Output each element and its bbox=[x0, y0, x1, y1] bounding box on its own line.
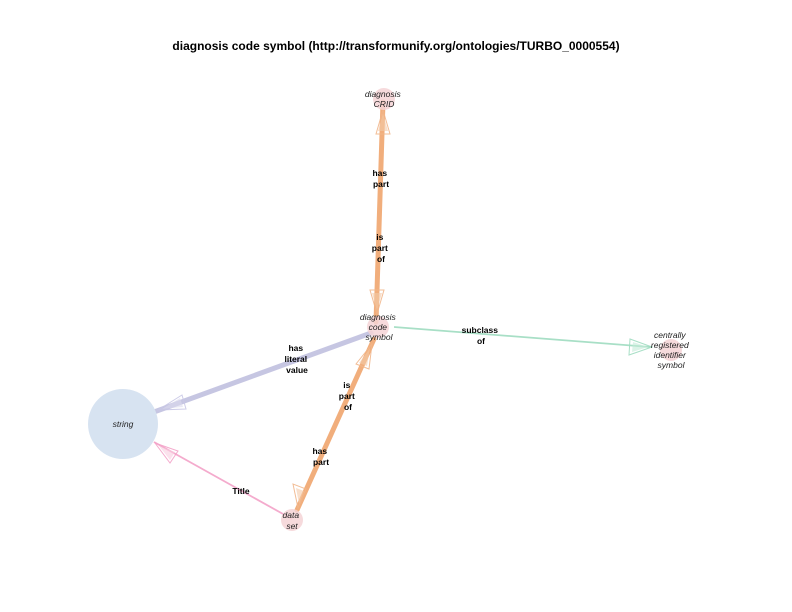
arrowhead-title-2 bbox=[159, 446, 175, 460]
arrowhead-subclass-2 bbox=[632, 342, 648, 352]
arrowhead-code-down-2 bbox=[372, 293, 382, 311]
edge-title bbox=[153, 441, 293, 520]
arrowhead-dataset bbox=[292, 483, 307, 510]
node-labels: diagnosis CRID diagnosis code symbol cen… bbox=[113, 89, 691, 531]
label-diagnosis-crid: diagnosis CRID bbox=[365, 89, 403, 109]
arrowhead-crid-up bbox=[375, 108, 391, 135]
edge-has-literal-value bbox=[151, 330, 374, 415]
edge-is-part-of-bottom bbox=[294, 336, 377, 513]
edge-label-is-part-of-top: is part of bbox=[372, 232, 390, 264]
node-diagnosis-crid-circle[interactable] bbox=[373, 88, 395, 110]
arrowhead-literal-2 bbox=[162, 398, 183, 409]
label-string: string bbox=[113, 419, 134, 429]
arrowhead-literal bbox=[156, 394, 187, 411]
label-centrally-registered-identifier-symbol: centrally registered identifier symbol bbox=[651, 330, 691, 370]
arrowhead-code-from-dataset-2 bbox=[359, 348, 370, 366]
arrowhead-dataset-2 bbox=[296, 488, 304, 504]
edge-subclass-of bbox=[393, 326, 651, 348]
edges bbox=[151, 99, 651, 520]
label-data-set: data set bbox=[283, 510, 302, 531]
edge-label-has-part-bottom: has part bbox=[312, 446, 329, 467]
label-diagnosis-code-symbol: diagnosis code symbol bbox=[360, 312, 398, 342]
arrowhead-code-down bbox=[369, 289, 385, 316]
edge-labels: has part is part of subclass of has lite… bbox=[232, 168, 501, 496]
arrowhead-code-from-dataset bbox=[355, 342, 373, 370]
edge-label-has-part-top: has part bbox=[372, 168, 389, 189]
edge-label-has-literal-value: has literal value bbox=[284, 343, 309, 375]
edge-label-title: Title bbox=[232, 486, 250, 496]
arrowheads bbox=[153, 108, 654, 510]
nodes bbox=[88, 88, 682, 531]
edge-label-subclass-of: subclass of bbox=[462, 325, 501, 346]
arrowhead-subclass bbox=[628, 338, 654, 356]
arrowhead-title bbox=[153, 441, 179, 464]
node-diagnosis-code-symbol-circle[interactable] bbox=[367, 316, 389, 338]
node-string-circle[interactable] bbox=[88, 389, 158, 459]
node-centrally-registered-circle[interactable] bbox=[660, 339, 682, 361]
diagram-title: diagnosis code symbol (http://transformu… bbox=[172, 39, 620, 53]
edge-label-is-part-of-bottom: is part of bbox=[339, 380, 357, 412]
edge-has-part-top bbox=[373, 99, 386, 325]
arrowhead-crid-up-2 bbox=[378, 113, 388, 131]
node-data-set-circle[interactable] bbox=[281, 509, 303, 531]
